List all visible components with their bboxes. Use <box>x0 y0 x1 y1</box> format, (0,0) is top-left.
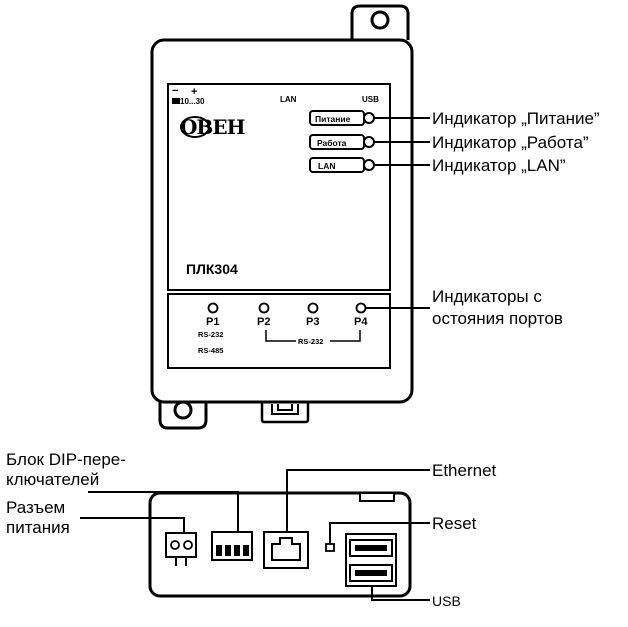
callout-dip-line2: ключателей <box>6 470 99 489</box>
callout-lines-top <box>366 117 430 309</box>
callout-dip-line1: Блок DIP-пере- <box>6 450 126 469</box>
indicator-work: Работа <box>309 134 375 150</box>
callout-port-indicators-line2: остояния портов <box>432 309 563 328</box>
ethernet-port <box>263 531 309 569</box>
reset-button <box>325 543 335 552</box>
callout-lines-bottom <box>80 469 430 601</box>
power-range-label: 10...30 <box>180 97 205 106</box>
led-p2 <box>258 302 270 314</box>
port-p2-p4-bus-label: RS-232 <box>298 337 323 346</box>
callout-work-indicator: Индикатор „Работа” <box>432 133 589 152</box>
indicator-lan-label: LAN <box>318 161 335 171</box>
port-p1-rs485-label: RS-485 <box>198 346 223 355</box>
indicator-power: Питание <box>309 110 375 126</box>
port-p1-rs232-label: RS-232 <box>198 330 223 339</box>
dip-switch-block <box>211 531 253 561</box>
port-p3-label: P3 <box>306 316 319 328</box>
power-terminal-mark <box>172 98 180 104</box>
led-p4 <box>355 302 367 314</box>
callout-power-indicator: Индикатор „Питание” <box>432 109 600 128</box>
mounting-hole-bottom <box>173 400 193 420</box>
lan-port-label: LAN <box>280 95 297 104</box>
led-p3 <box>307 302 319 314</box>
callout-lan-indicator: Индикатор „LAN” <box>432 156 566 175</box>
indicator-work-label: Работа <box>317 138 347 148</box>
usb-port-label: USB <box>362 95 379 104</box>
port-p4-label: P4 <box>354 316 368 328</box>
callout-power-connector-line2: питания <box>6 518 70 537</box>
indicator-power-label: Питание <box>315 114 351 124</box>
power-connector <box>165 532 197 566</box>
led-power <box>363 112 375 124</box>
din-clip-detail <box>271 404 299 415</box>
mounting-hole-top <box>370 10 390 30</box>
rs232-bracket <box>265 330 361 342</box>
led-work <box>363 136 375 148</box>
power-plus-label: + <box>191 86 197 98</box>
owen-logo: OBEH <box>180 115 246 139</box>
callout-reset: Reset <box>432 514 477 533</box>
indicator-lan: LAN <box>309 157 375 173</box>
callout-port-indicators-line1: Индикаторы с <box>432 287 542 306</box>
port-panel <box>167 293 391 369</box>
callout-usb: USB <box>432 593 461 609</box>
led-p1 <box>207 302 219 314</box>
callout-power-connector-line1: Разъем <box>6 498 65 517</box>
usb-ports <box>345 533 397 587</box>
device-top-view: − + 10...30 LAN USB OBEH Питание Работа … <box>150 4 414 430</box>
callout-ethernet: Ethernet <box>432 461 497 480</box>
port-p1-label: P1 <box>206 316 219 328</box>
side-notch <box>359 492 395 502</box>
led-lan <box>363 159 375 171</box>
port-p2-label: P2 <box>257 316 270 328</box>
device-side-view <box>148 491 412 598</box>
power-minus-label: − <box>172 85 178 97</box>
owen-logo-text: OBEH <box>180 115 245 139</box>
model-name: ПЛК304 <box>186 261 238 277</box>
